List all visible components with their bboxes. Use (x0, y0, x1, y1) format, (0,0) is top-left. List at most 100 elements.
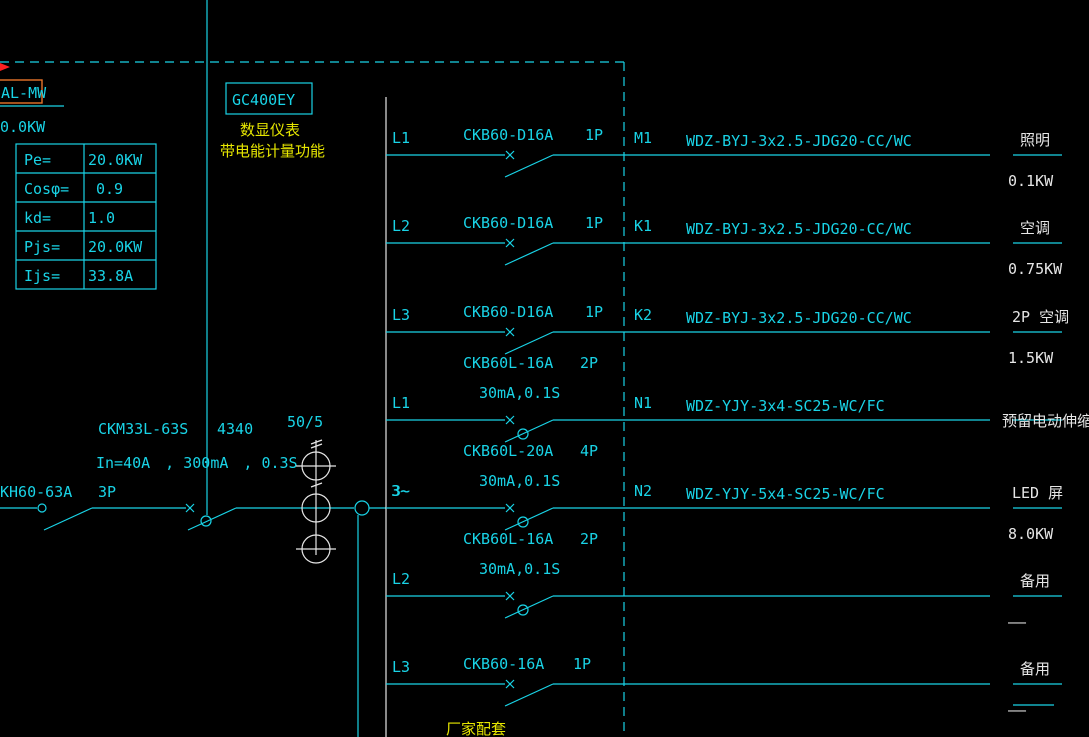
meter-model: GC400EY (232, 91, 295, 109)
panel-power: 0.0KW (0, 118, 46, 136)
circuit-phase: 3~ (392, 482, 410, 500)
panel-name-box[interactable] (0, 79, 43, 104)
meter-desc-2: 带电能计量功能 (220, 142, 325, 160)
params-table: Pe= 20.0KW Cosφ= 0.9 kd= 1.0 Pjs= 20.0KW… (15, 143, 157, 290)
circuit-phase: L2 (392, 570, 410, 588)
load-power: 0.75KW (1008, 260, 1063, 278)
param-label-kd: kd= (24, 209, 51, 227)
circuit-phase: L2 (392, 217, 410, 235)
switch-blade (504, 419, 554, 443)
param-label-pe: Pe= (24, 151, 51, 169)
circuit-row[interactable] (386, 679, 1062, 707)
breaker-rcd-rating: 30mA,0.1S (479, 560, 560, 578)
meter-desc-1: 数显仪表 (240, 121, 300, 139)
switch-blade (504, 242, 554, 266)
circuit-id: N2 (634, 482, 652, 500)
param-value-ijs: 33.8A (88, 267, 133, 285)
cable-spec: WDZ-YJY-3x4-SC25-WC/FC (686, 397, 885, 415)
breaker-cross-icon (505, 591, 515, 601)
load-name: LED 屏 (1012, 484, 1063, 502)
load-power: 1.5KW (1008, 349, 1054, 367)
current-transformer-icon (296, 439, 336, 564)
breaker-poles: 2P (580, 354, 598, 372)
incoming-switch: KH60-63A (0, 483, 72, 501)
rcd-model: CKM33L-63S (98, 420, 188, 438)
load-name: 空调 (1020, 219, 1050, 237)
circuit-row[interactable] (386, 591, 1062, 619)
param-value-kd: 1.0 (88, 209, 115, 227)
breaker-cross-icon (505, 327, 515, 337)
circuit-id: K1 (634, 217, 652, 235)
circuit-id: M1 (634, 129, 652, 147)
cable-spec: WDZ-YJY-5x4-SC25-WC/FC (686, 485, 885, 503)
breaker-cross-icon (505, 679, 515, 689)
param-value-pe: 20.0KW (88, 151, 143, 169)
meter-box[interactable] (225, 82, 313, 115)
circuit-id: K2 (634, 306, 652, 324)
incoming-poles: 3P (98, 483, 116, 501)
ct-ratio: 50/5 (287, 413, 323, 431)
switch-blade (504, 154, 554, 178)
switch-blade (504, 507, 554, 531)
param-label-cos: Cosφ= (24, 180, 69, 198)
incoming-line (0, 500, 386, 531)
circuit-row[interactable] (386, 150, 1062, 178)
breaker-cross-icon (505, 150, 515, 160)
circuit-row[interactable] (386, 503, 1062, 531)
red-marker-icon (0, 63, 10, 71)
breaker-poles: 1P (573, 655, 591, 673)
breaker-cross-icon (505, 503, 515, 513)
breaker-poles: 1P (585, 126, 603, 144)
circuit-phase: L3 (392, 306, 410, 324)
circuit-row[interactable] (386, 238, 1062, 266)
load-name: 备用 (1020, 660, 1050, 678)
breaker-cross-icon (505, 238, 515, 248)
param-label-ijs: Ijs= (24, 267, 60, 285)
rcd-icon (517, 516, 529, 528)
incoming-phase: 3~ (391, 482, 409, 500)
breaker-rcd-rating: 30mA,0.1S (479, 384, 560, 402)
breaker-model: CKB60-D16A (463, 303, 553, 321)
footer-note: 厂家配套 (446, 720, 506, 737)
breaker-model: CKB60L-16A (463, 530, 553, 548)
circuit-phase: L1 (392, 394, 410, 412)
load-power: —— (1008, 613, 1027, 631)
breaker-rcd-rating: 30mA,0.1S (479, 472, 560, 490)
cable-spec: WDZ-BYJ-3x2.5-JDG20-CC/WC (686, 309, 912, 327)
rcd-icon (517, 428, 529, 440)
cable-spec: WDZ-BYJ-3x2.5-JDG20-CC/WC (686, 220, 912, 238)
breaker-cross-icon (505, 415, 515, 425)
circuit-phase: L3 (392, 658, 410, 676)
circuit-phase: L1 (392, 129, 410, 147)
circuit-row[interactable] (386, 415, 1062, 443)
breaker-model: CKB60L-20A (463, 442, 553, 460)
load-name: 备用 (1020, 572, 1050, 590)
rcd-icon (517, 604, 529, 616)
circuit-id: N1 (634, 394, 652, 412)
load-name: 2P 空调 (1012, 308, 1069, 326)
breaker-poles: 4P (580, 442, 598, 460)
breaker-poles: 1P (585, 214, 603, 232)
switch-blade (504, 683, 554, 707)
breaker-model: CKB60-16A (463, 655, 544, 673)
cable-spec: WDZ-BYJ-3x2.5-JDG20-CC/WC (686, 132, 912, 150)
load-name: 预留电动伸缩门 (1002, 412, 1089, 430)
load-name: 照明 (1020, 131, 1050, 149)
load-power: 8.0KW (1008, 525, 1054, 543)
breaker-poles: 2P (580, 530, 598, 548)
load-power: —— (1008, 701, 1027, 719)
rcd-code: 4340 (217, 420, 253, 438)
switch-blade (504, 595, 554, 619)
breaker-model: CKB60-D16A (463, 214, 553, 232)
breaker-model: CKB60-D16A (463, 126, 553, 144)
breaker-poles: 1P (585, 303, 603, 321)
circuit-row[interactable] (386, 327, 1062, 355)
load-power: 0.1KW (1008, 172, 1054, 190)
panel-name: AL-MW (1, 84, 47, 102)
switch-blade (504, 331, 554, 355)
breaker-model: CKB60L-16A (463, 354, 553, 372)
param-value-cos: 0.9 (96, 180, 123, 198)
param-label-pjs: Pjs= (24, 238, 60, 256)
